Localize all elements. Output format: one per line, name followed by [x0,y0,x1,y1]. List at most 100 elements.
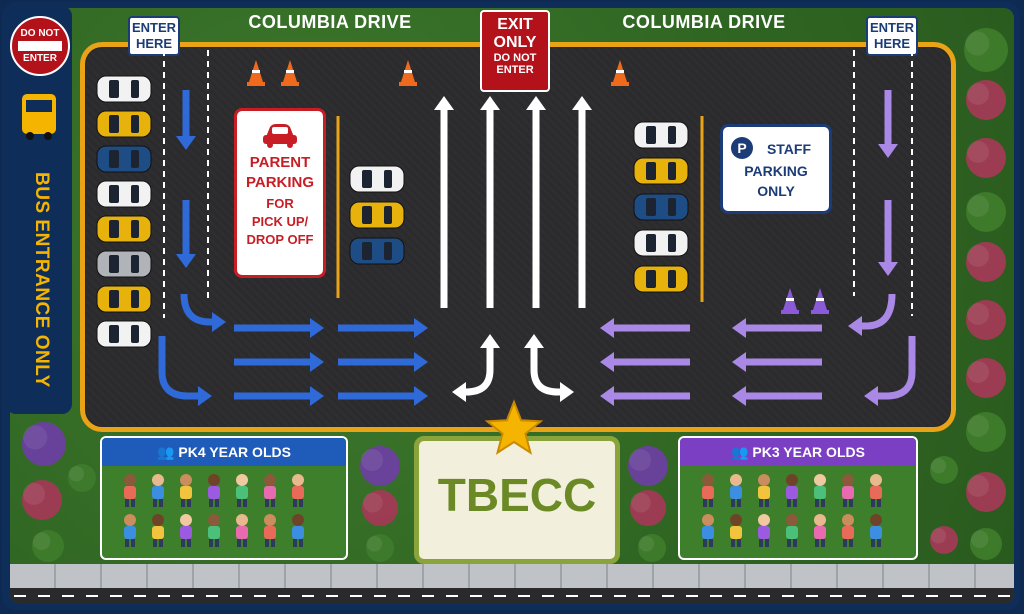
child-shirt [870,526,882,539]
bush-highlight [967,245,989,267]
parent-line2: PARKING [245,174,315,191]
blue-arrow-head [176,136,196,150]
child-leg [793,499,797,507]
white-arrow-head [452,382,466,402]
child-leg [125,499,129,507]
child-leg [765,499,769,507]
child-shirt [730,486,742,499]
bush-highlight [967,303,989,325]
child-leg [815,539,819,547]
child-shirt [870,486,882,499]
child-icon [180,514,192,526]
do-not-enter-bar [18,41,62,51]
exit-line1: EXIT [497,16,533,33]
child-leg [703,499,707,507]
bush-icon [966,472,1006,512]
child-leg [793,539,797,547]
child-icon [730,514,742,526]
child-leg [731,539,735,547]
purple-arrow-head [732,318,746,338]
parked-car [96,215,152,243]
bush-icon [930,456,958,484]
do-not-enter-line2: ENTER [23,53,57,64]
parked-car [349,201,405,229]
child-leg [765,539,769,547]
purple-arrow-head [600,352,614,372]
child-leg [293,539,297,547]
child-shirt [124,486,136,499]
child-icon [842,474,854,486]
child-leg [709,499,713,507]
blue-arrow-head [198,386,212,406]
child-leg [709,539,713,547]
child-leg [299,499,303,507]
parked-car [96,180,152,208]
child-icon [730,474,742,486]
child-leg [737,539,741,547]
child-leg [187,539,191,547]
child-leg [159,499,163,507]
blue-arrow-head [414,352,428,372]
parent-line3: FOR [266,196,294,211]
road-label-left: COLUMBIA DRIVE [248,12,412,32]
child-leg [787,539,791,547]
bush-icon [966,412,1006,452]
cone-stripe [252,70,260,73]
staff-line3: ONLY [757,183,795,199]
purple-arrow-head [848,316,862,336]
parked-car [96,110,152,138]
bush-icon [966,192,1006,232]
child-shirt [264,526,276,539]
blue-arrow-head [414,386,428,406]
child-shirt [702,486,714,499]
enter-right-line2: HERE [873,36,911,51]
bush-highlight [366,536,383,552]
child-leg [187,499,191,507]
bush-highlight [970,530,989,548]
child-leg [271,499,275,507]
white-arrow-head [572,96,592,110]
child-shirt [152,486,164,499]
child-shirt [758,486,770,499]
bush-highlight [967,141,989,163]
purple-arrow-head [878,144,898,158]
child-leg [843,539,847,547]
child-leg [209,539,213,547]
staff-parking-sign: P STAFF PARKING ONLY [720,124,832,214]
sidewalk [10,564,1014,588]
child-icon [124,474,136,486]
child-leg [871,539,875,547]
child-icon [814,514,826,526]
child-shirt [842,526,854,539]
blue-arrow-head [176,254,196,268]
child-icon [236,514,248,526]
staff-line2: PARKING [744,163,808,179]
child-shirt [124,526,136,539]
child-leg [215,539,219,547]
enter-left-line2: HERE [135,36,173,51]
parked-car [633,121,689,149]
child-leg [271,539,275,547]
blue-turn-arrow [158,336,198,400]
child-leg [877,539,881,547]
blue-arrow-head [310,318,324,338]
parked-car [96,285,152,313]
child-leg [703,539,707,547]
bush-highlight [23,483,45,505]
child-leg [265,499,269,507]
purple-arrow-head [864,386,878,406]
exit-line4: ENTER [496,64,534,76]
children-icon: 👥 [157,444,175,460]
child-shirt [180,486,192,499]
parked-car [96,145,152,173]
bush-highlight [967,361,989,383]
bush-icon [628,446,668,486]
white-arrow-head [560,382,574,402]
child-shirt [264,486,276,499]
child-shirt [758,526,770,539]
blue-arrow-head [212,312,226,332]
bush-icon [638,534,666,562]
parent-line5: DROP OFF [246,232,314,247]
purple-arrow-head [732,386,746,406]
